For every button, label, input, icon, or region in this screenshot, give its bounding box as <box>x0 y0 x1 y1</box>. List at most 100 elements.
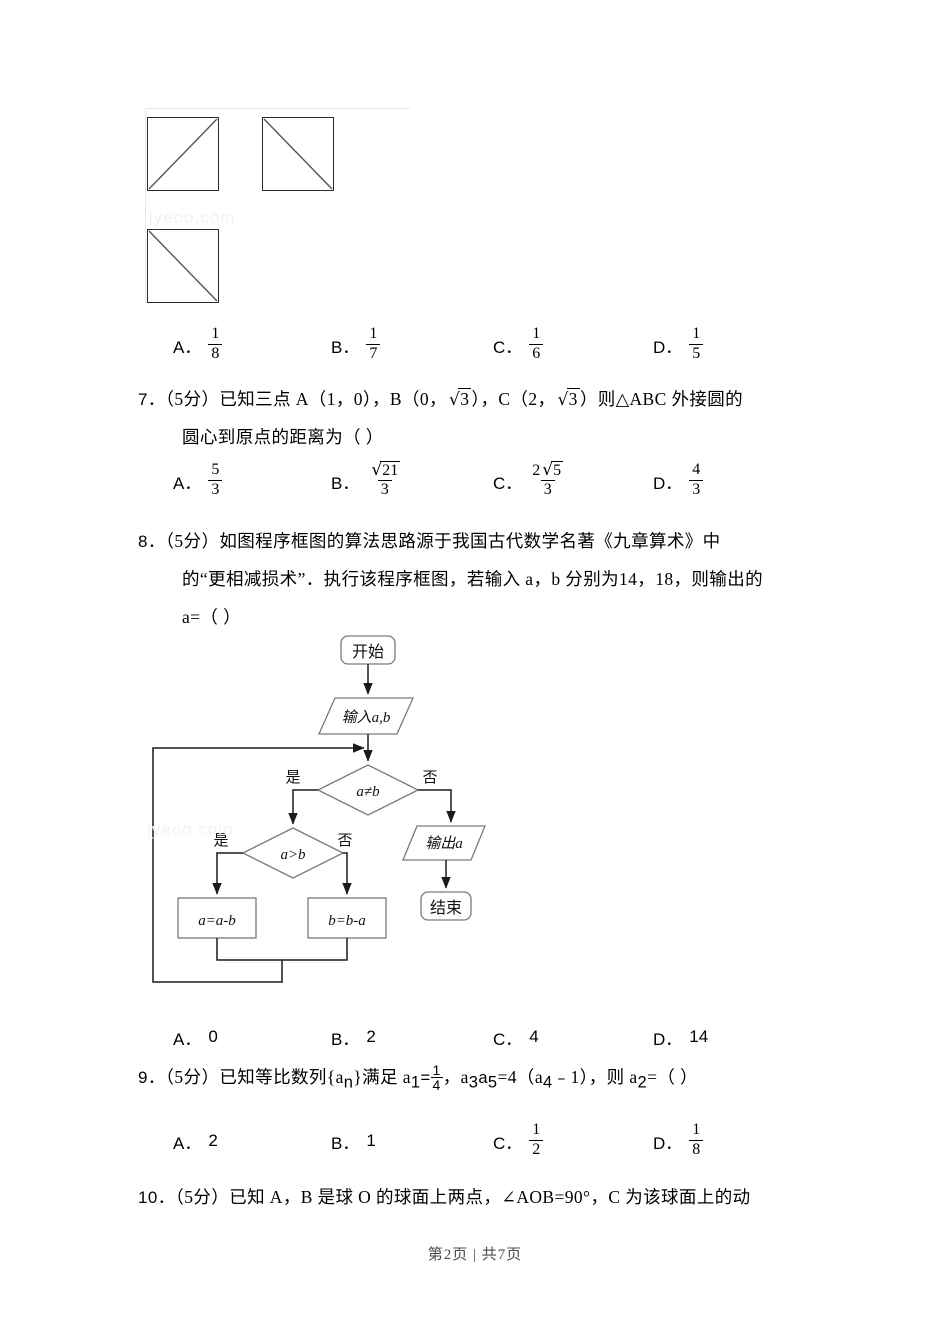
q8-option-d-label: D． <box>653 1029 683 1049</box>
fraction-numerator: 1 <box>211 325 220 343</box>
q8-score: （5分） <box>165 531 220 551</box>
square-3 <box>147 229 219 303</box>
q8-option-a-label: A． <box>173 1029 202 1049</box>
q9-options-row: A． 2 B． 1 C． 1 2 D． 1 8 <box>145 1118 925 1164</box>
q6-option-c[interactable]: C． 1 6 <box>493 322 544 368</box>
q7-number: 7． <box>138 390 166 409</box>
fraction-numerator: 1 <box>432 1062 441 1079</box>
q8-option-c-value: 4 <box>529 1027 539 1046</box>
q9-option-a[interactable]: A． 2 <box>173 1118 218 1164</box>
q6-options-row: A． 1 8 B． 1 7 C． 1 6 D． 1 5 <box>145 322 925 368</box>
fraction-numerator: 1 <box>692 325 701 343</box>
q7-option-b-value: √21 3 <box>366 459 403 499</box>
q8-flowchart: 开始 输入a,b a≠b 输出a 结束 a>b a=a-b b=b-a 是 否 … <box>145 630 565 1020</box>
q7-option-c-value: 2√5 3 <box>529 459 566 499</box>
q8-number: 8． <box>138 532 166 551</box>
q6-option-c-label: C． <box>493 337 523 357</box>
q9-text-b: }满足 a <box>353 1067 411 1087</box>
q8-option-d[interactable]: D． 14 <box>653 1014 708 1060</box>
figure-top-border <box>145 108 410 109</box>
fraction-numerator: 1 <box>692 1121 701 1139</box>
flow-decision1-shape <box>316 764 420 816</box>
q9-text-a: 已知等比数列{a <box>219 1067 344 1087</box>
flow-decision1-no-label: 否 <box>422 770 437 786</box>
q7-option-d-label: D． <box>653 473 683 493</box>
square-2-diagonal <box>263 118 333 190</box>
q9-score: （5分） <box>165 1067 220 1087</box>
q9-sub-3: 3 <box>468 1073 479 1092</box>
watermark-text-2: jyeoo.com <box>147 820 234 839</box>
q8-line-3: a=（ ） <box>182 607 242 627</box>
q8-option-b[interactable]: B． 2 <box>331 1014 376 1060</box>
fraction-denominator: 2 <box>529 1139 544 1158</box>
q8-option-b-label: B． <box>331 1029 360 1049</box>
q7-line-1: 7．（5分）已知三点 A（1，0），B（0，√3），C（2，√3）则△ABC 外… <box>138 380 743 419</box>
flow-output-shape <box>402 825 486 861</box>
q8-option-d-value: 14 <box>689 1027 709 1046</box>
q8-option-b-value: 2 <box>366 1027 376 1046</box>
flow-process-right-shape <box>307 897 387 939</box>
flow-end-shape <box>420 891 472 921</box>
q6-option-d-value: 1 5 <box>689 325 704 362</box>
fraction-denominator: 5 <box>689 343 704 362</box>
q7-option-b[interactable]: B． √21 3 <box>331 458 403 504</box>
watermark-text: jyeoo.com <box>149 208 236 227</box>
q8-option-c[interactable]: C． 4 <box>493 1014 539 1060</box>
square-1-diagonal <box>148 118 218 190</box>
q9-text-g: ﹣1），则 a <box>552 1067 638 1087</box>
fraction-denominator: 6 <box>529 343 544 362</box>
fraction-denominator: 3 <box>208 479 223 498</box>
flow-arrow-decision2-yes <box>212 852 243 895</box>
q9-option-a-value: 2 <box>208 1131 218 1150</box>
q6-option-a[interactable]: A． 1 8 <box>173 322 223 368</box>
q9-option-c[interactable]: C． 1 2 <box>493 1118 544 1164</box>
flow-decision2-yes-label: 是 <box>213 833 228 849</box>
q8-option-a-value: 0 <box>208 1027 218 1046</box>
q7-option-a[interactable]: A． 5 3 <box>173 458 223 504</box>
q7-text-b: ），C（2， <box>471 389 556 409</box>
q9-option-d-value: 1 8 <box>689 1121 704 1158</box>
fraction-numerator: 2√5 <box>532 459 564 480</box>
q7-option-c[interactable]: C． 2√5 3 <box>493 458 566 504</box>
flow-output-label: 输出a <box>425 835 463 852</box>
q6-option-c-value: 1 6 <box>529 325 544 362</box>
q8-option-a[interactable]: A． 0 <box>173 1014 218 1060</box>
q6-option-a-label: A． <box>173 337 202 357</box>
q7-option-d[interactable]: D． 4 3 <box>653 458 704 504</box>
q6-option-d[interactable]: D． 1 5 <box>653 322 704 368</box>
q7-option-d-value: 4 3 <box>689 461 704 498</box>
flow-input-label: 输入a,b <box>342 709 391 726</box>
q7-radicand-1: 3 <box>458 388 472 409</box>
q9-option-c-value: 1 2 <box>529 1121 544 1158</box>
q7-options-row: A． 5 3 B． √21 3 C． 2√5 3 D． 4 3 <box>145 458 925 504</box>
q7-option-c-radicand: 5 <box>551 460 564 479</box>
page-footer: 第2页 | 共7页 <box>427 1247 523 1263</box>
fraction-numerator: 1 <box>532 1121 541 1139</box>
q6-option-d-label: D． <box>653 337 683 357</box>
square-3-diagonal <box>148 230 218 302</box>
q9-text-f: =4（a <box>497 1067 543 1087</box>
flow-loop-back-line <box>152 743 365 983</box>
flow-process-left-label: a=a-b <box>198 913 236 929</box>
q9-sub-n: n <box>343 1073 354 1092</box>
flow-arrow-decision1-yes <box>288 789 318 825</box>
figure-left-border <box>145 108 146 303</box>
q9-text-c: = <box>420 1069 431 1087</box>
q9-option-b[interactable]: B． 1 <box>331 1118 376 1164</box>
fraction-denominator: 3 <box>540 480 555 498</box>
q9-sub-2: 2 <box>637 1073 648 1092</box>
q9-sub-5: 5 <box>487 1073 498 1092</box>
q9-sub-4: 4 <box>543 1073 553 1092</box>
q10-line-1: 10．（5分）已知 A，B 是球 O 的球面上两点，∠AOB=90°，C 为该球… <box>138 1178 751 1217</box>
q7-line-2: 圆心到原点的距离为（ ） <box>182 427 384 447</box>
q6-option-b[interactable]: B． 1 7 <box>331 322 381 368</box>
q9-option-d[interactable]: D． 1 8 <box>653 1118 704 1164</box>
fraction-numerator: 1 <box>369 325 378 343</box>
q9-option-d-label: D． <box>653 1133 683 1153</box>
q7-score: （5分） <box>165 389 220 409</box>
q9-sub-1: 1 <box>410 1073 421 1092</box>
sqrt-icon: √3 <box>557 388 580 410</box>
q7-option-a-value: 5 3 <box>208 461 223 498</box>
fraction-numerator: √21 <box>371 459 401 480</box>
